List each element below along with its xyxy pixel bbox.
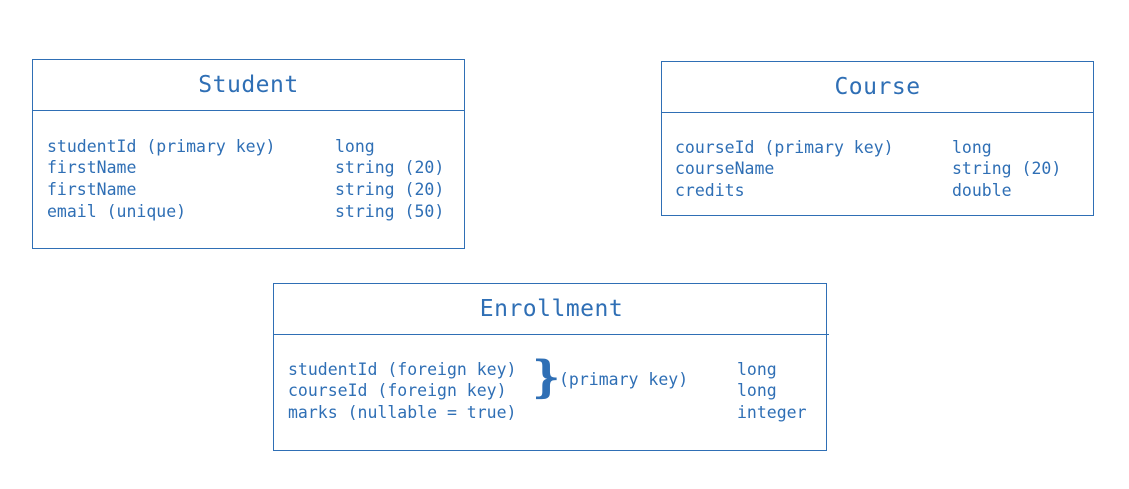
field-name: email (unique) — [47, 202, 187, 221]
field-type: long — [952, 138, 992, 157]
field-name: courseName — [675, 159, 775, 178]
entity-course: Course courseId (primary key) long cours… — [661, 61, 1094, 216]
field-name: firstName — [47, 158, 137, 177]
field-type: string (50) — [335, 202, 445, 221]
field-name: credits — [675, 181, 745, 200]
field-type: long — [335, 137, 375, 156]
field-type: long — [737, 381, 777, 400]
field-type: double — [952, 181, 1012, 200]
composite-key-label: (primary key) — [559, 370, 689, 389]
field-type: long — [737, 360, 777, 379]
entity-title: Student — [33, 60, 464, 111]
field-name: courseId (foreign key) — [288, 381, 507, 400]
field-name: courseId (primary key) — [675, 138, 894, 157]
entity-enrollment: Enrollment studentId (foreign key) long … — [273, 283, 829, 451]
field-name: studentId (primary key) — [47, 137, 276, 156]
field-type: string (20) — [952, 159, 1062, 178]
entity-title: Enrollment — [274, 284, 829, 335]
field-name: marks (nullable = true) — [288, 403, 517, 422]
field-name: firstName — [47, 180, 137, 199]
field-type: integer — [737, 403, 807, 422]
field-type: string (20) — [335, 180, 445, 199]
entity-title: Course — [662, 62, 1093, 113]
entity-student: Student studentId (primary key) long fir… — [32, 59, 465, 249]
field-name: studentId (foreign key) — [288, 360, 517, 379]
composite-key-brace: } — [532, 352, 561, 403]
field-type: string (20) — [335, 158, 445, 177]
